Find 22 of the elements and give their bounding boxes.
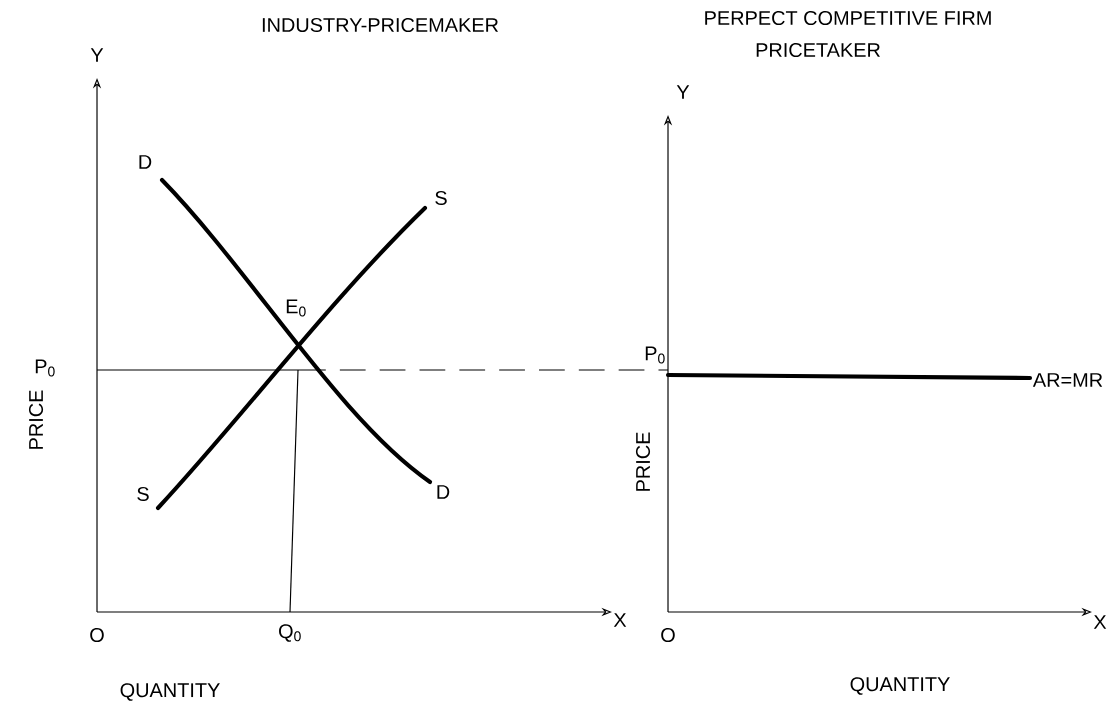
axis-label: D <box>437 485 450 499</box>
axis-label: INDUSTRY-PRICEMAKER <box>262 17 499 33</box>
axis-label: Y <box>90 48 104 62</box>
axis-label: O <box>90 627 104 643</box>
axis-label: PERPECT COMPETITIVE FIRM <box>705 10 991 26</box>
axis-label: X <box>613 613 627 627</box>
axis-label: QUANTITY <box>120 683 220 701</box>
axis-label: D <box>139 155 152 169</box>
axis-label: PRICETAKER <box>756 42 880 58</box>
axis-label: O <box>661 627 675 643</box>
axis-label: P$_{0}$ <box>35 359 55 377</box>
axis-label: E$_{0}$ <box>286 299 306 317</box>
axis-label: S <box>137 486 149 502</box>
axis-label: QUANTITY <box>850 677 950 695</box>
axis-label: PRICE <box>28 390 44 449</box>
axis-label: P$_{0}$ <box>645 346 665 364</box>
axis-label: PRICE <box>635 432 651 491</box>
axis-label: Q$_{0}$ <box>279 624 301 642</box>
axis-label: AR=MR <box>1032 373 1103 387</box>
axis-label: X <box>1093 615 1107 629</box>
axis-label: Y <box>676 85 690 99</box>
axis-label: S <box>435 190 447 206</box>
